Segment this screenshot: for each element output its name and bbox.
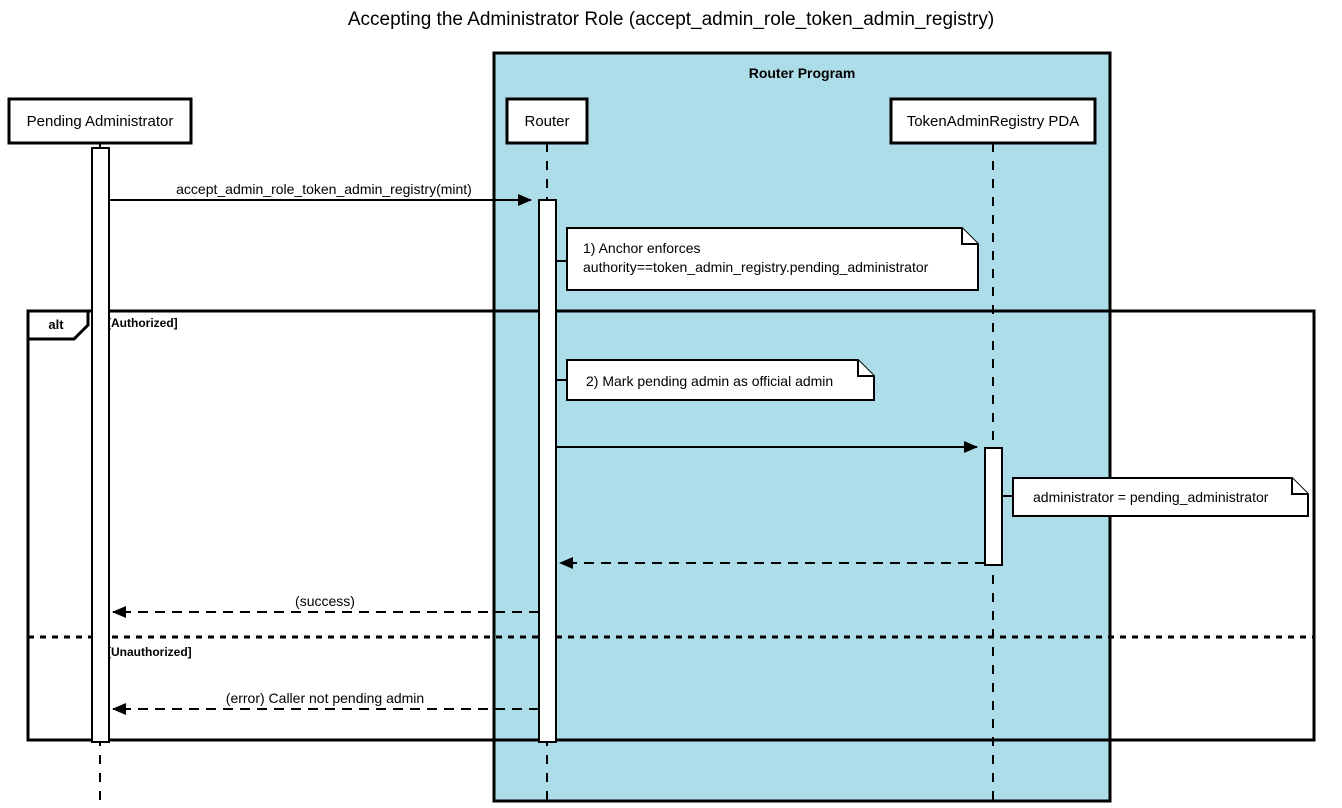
participant-label-token-admin-registry-pda: TokenAdminRegistry PDA (907, 113, 1080, 130)
message-label-error: (error) Caller not pending admin (226, 690, 424, 706)
participant-box-token-admin-registry-pda[interactable] (889, 97, 1097, 145)
note-administrator-assignment (1012, 477, 1309, 517)
note-administrator-assignment-line-1: administrator = pending_administrator (1033, 489, 1269, 505)
alt-fragment-box (26, 309, 1316, 742)
activation-token-admin-registry-pda (984, 447, 1003, 566)
participant-box-router[interactable] (505, 97, 589, 145)
note-anchor-enforces-line-2: authority==token_admin_registry.pending_… (583, 259, 929, 275)
note-mark-pending-admin (566, 359, 875, 401)
participant-label-pending-administrator: Pending Administrator (27, 113, 174, 130)
note-anchor-enforces-line-1: 1) Anchor enforces (583, 240, 701, 256)
activation-pending-administrator (91, 147, 110, 743)
note-fold-mark-pending-admin (857, 360, 874, 377)
group-box-router-program (492, 51, 1112, 803)
alt-fragment-tab (26, 309, 90, 341)
activation-router (538, 199, 557, 743)
alt-guard-authorized: [Authorized] (107, 316, 178, 330)
note-fold-anchor-enforces (961, 228, 978, 245)
message-label-accept-admin-role: accept_admin_role_token_admin_registry(m… (176, 181, 472, 197)
group-title-router-program: Router Program (749, 65, 856, 81)
alt-fragment-operator: alt (48, 317, 64, 332)
note-mark-pending-admin-line-1: 2) Mark pending admin as official admin (586, 373, 833, 389)
participant-label-router: Router (524, 113, 569, 130)
message-label-success: (success) (295, 593, 355, 609)
note-fold-administrator-assignment (1291, 478, 1308, 495)
alt-guard-unauthorized: [Unauthorized] (107, 645, 192, 659)
note-anchor-enforces (566, 227, 979, 291)
page-title: Accepting the Administrator Role (accept… (348, 9, 994, 30)
participant-box-pending-administrator[interactable] (7, 97, 193, 145)
